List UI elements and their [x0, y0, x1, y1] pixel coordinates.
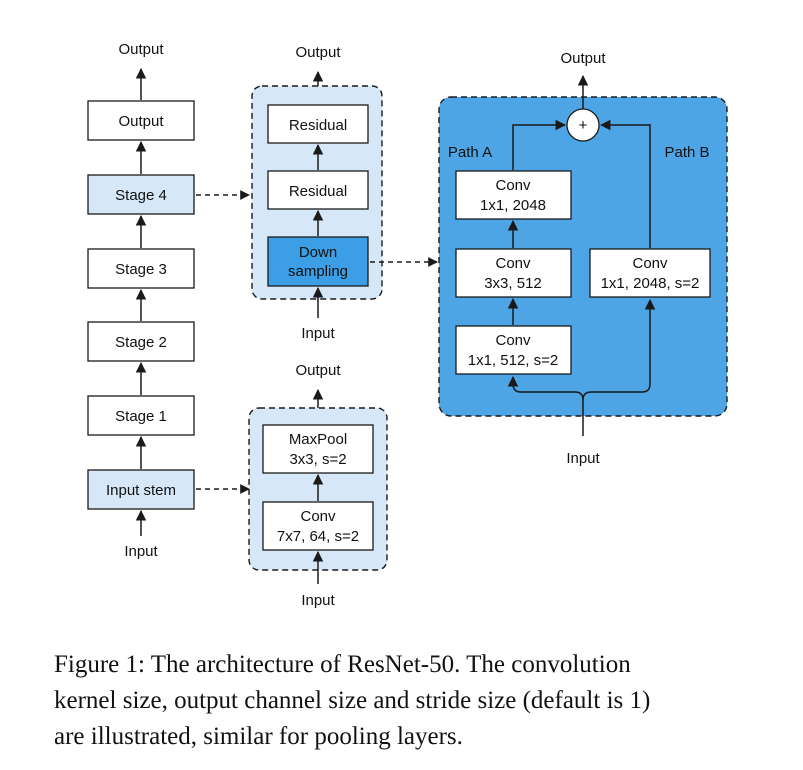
downsampling-label-line2: sampling	[288, 263, 348, 280]
arrow-input-to-path-a	[507, 375, 584, 401]
downsampling-input-label: Input	[566, 450, 600, 467]
path-b-label: Path B	[664, 144, 709, 161]
path-a-conv-1x1-2048-line1: Conv	[495, 177, 531, 194]
input-stem-label: Input stem	[106, 482, 176, 499]
path-b-conv-line1: Conv	[632, 255, 668, 272]
stage-detail-input-label: Input	[301, 325, 335, 342]
stage2-box	[87, 321, 195, 362]
overall-output-label: Output	[118, 41, 164, 58]
downsampling-box	[267, 236, 369, 287]
sum-node	[566, 108, 600, 142]
caption-line-2: kernel size, output channel size and str…	[54, 687, 651, 714]
resnet50-architecture-diagram: Output Output Stage 4 Stage 3 Stage 2 St…	[87, 41, 728, 609]
path-a-conv-1x1-2048-box	[455, 170, 572, 220]
stage-detail-output-label: Output	[295, 44, 341, 61]
downsampling-detail-panel: Output + Path A Path B Conv 1x1, 2048 Co…	[438, 50, 728, 467]
stem-detail-output-label: Output	[295, 362, 341, 379]
stage3-label: Stage 3	[115, 261, 167, 278]
caption-line-1: Figure 1: The architecture of ResNet-50.…	[54, 651, 631, 678]
caption-line-3: are illustrated, similar for pooling lay…	[54, 723, 463, 750]
stage4-label: Stage 4	[115, 187, 167, 204]
figure-caption: Figure 1: The architecture of ResNet-50.…	[54, 647, 769, 755]
arrow-input-to-path-b	[582, 298, 656, 401]
stage-detail-panel: Output Residual Residual Down sampling I…	[251, 44, 383, 342]
stage2-label: Stage 2	[115, 334, 167, 351]
overall-architecture-column: Output Output Stage 4 Stage 3 Stage 2 St…	[87, 41, 195, 560]
stage3-box	[87, 248, 195, 289]
stem-detail-panel: Output MaxPool 3x3, s=2 Conv 7x7, 64, s=…	[248, 362, 388, 609]
path-a-conv-3x3-line1: Conv	[495, 255, 531, 272]
stage1-label: Stage 1	[115, 408, 167, 425]
path-a-conv-1x1-512-line2: 1x1, 512, s=2	[468, 352, 558, 369]
output-box-label: Output	[118, 113, 164, 130]
path-a-conv-3x3-box	[455, 248, 572, 298]
arrow-path-a-to-sum	[512, 119, 567, 170]
downsampling-output-label: Output	[560, 50, 606, 67]
maxpool-box	[262, 424, 374, 474]
path-a-conv-1x1-512-line1: Conv	[495, 332, 531, 349]
residual-bottom-box	[267, 170, 369, 210]
arrow-path-b-to-sum	[599, 119, 651, 248]
stem-conv-label-line1: Conv	[300, 508, 336, 525]
residual-top-label: Residual	[289, 117, 347, 134]
stem-conv-label-line2: 7x7, 64, s=2	[277, 528, 359, 545]
path-a-label: Path A	[448, 144, 492, 161]
path-b-conv-line2: 1x1, 2048, s=2	[601, 275, 700, 292]
path-a-conv-1x1-2048-line2: 1x1, 2048	[480, 197, 546, 214]
path-a-conv-3x3-line2: 3x3, 512	[484, 275, 542, 292]
path-b-conv-box	[589, 248, 711, 298]
residual-top-box	[267, 104, 369, 144]
stem-detail-input-label: Input	[301, 592, 335, 609]
output-box	[87, 100, 195, 141]
input-stem-box	[87, 469, 195, 510]
overall-input-label: Input	[124, 543, 158, 560]
sum-plus-symbol: +	[579, 117, 588, 134]
stem-conv-box	[262, 501, 374, 551]
maxpool-label-line1: MaxPool	[289, 431, 347, 448]
stage4-box	[87, 174, 195, 215]
downsampling-label-line1: Down	[299, 244, 337, 261]
stage1-box	[87, 395, 195, 436]
path-a-conv-1x1-512-box	[455, 325, 572, 375]
residual-bottom-label: Residual	[289, 183, 347, 200]
maxpool-label-line2: 3x3, s=2	[289, 451, 346, 468]
